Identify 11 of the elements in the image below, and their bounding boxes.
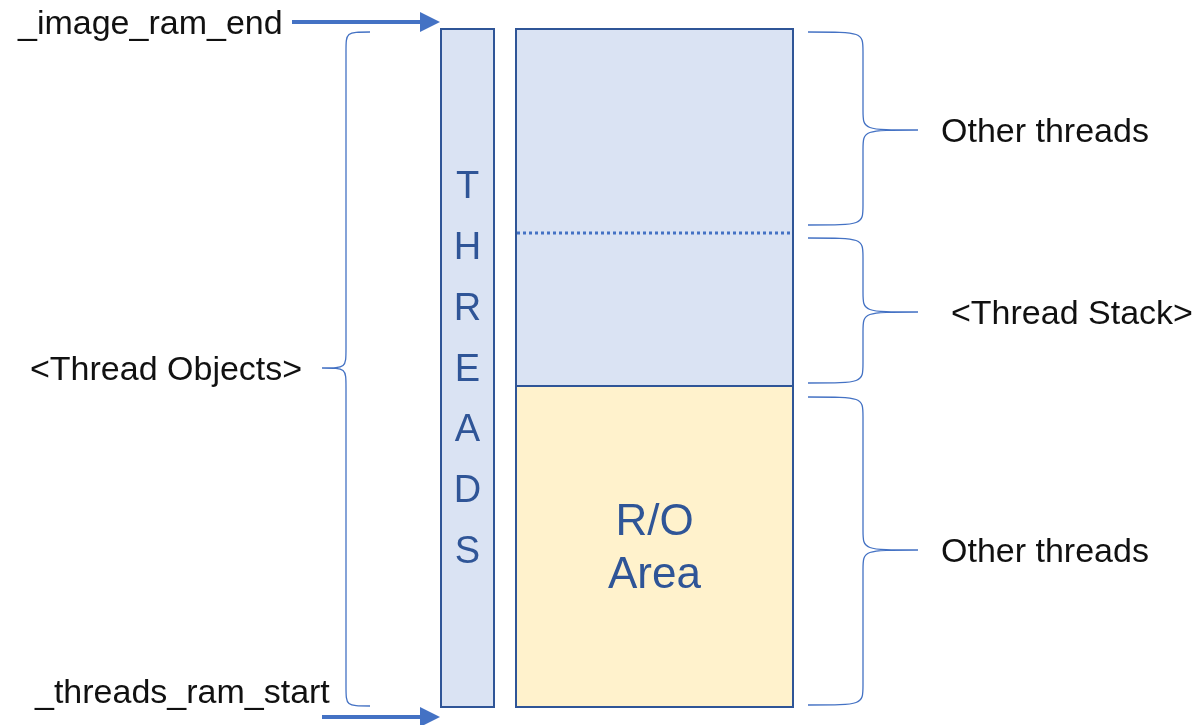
- address-label: _image_ram_end: [18, 2, 283, 42]
- region-label: <Thread Stack>: [951, 292, 1193, 332]
- read-only-area: R/O Area: [515, 385, 794, 708]
- arrow: [322, 707, 440, 725]
- thread-stack-area: [515, 28, 794, 387]
- region-label: <Thread Objects>: [30, 348, 303, 388]
- region-label: Other threads: [941, 530, 1149, 570]
- threads-column: THREADS: [440, 28, 495, 708]
- region-label: Other threads: [941, 110, 1149, 150]
- address-label: _threads_ram_start: [35, 672, 330, 711]
- arrow: [292, 12, 440, 32]
